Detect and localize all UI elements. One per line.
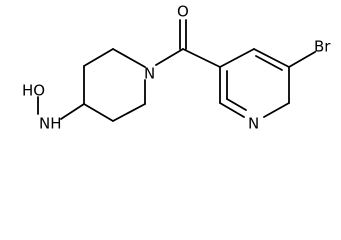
atom-label-bromine: Br xyxy=(314,38,331,56)
bond-c5-br xyxy=(288,51,316,68)
pyridine-bond-c6-n xyxy=(263,102,290,118)
pyridine-bond-c3-c4 xyxy=(219,48,255,68)
atom-label-piperidine-nitrogen: N xyxy=(144,65,155,83)
chemical-structure: O N N Br NH HO xyxy=(22,3,331,133)
atom-label-nh: NH xyxy=(39,115,62,133)
bond-c4-nh xyxy=(60,103,85,120)
bond-n-carbonyl-c xyxy=(155,48,184,66)
bond-carbonyl-c-ring xyxy=(182,48,221,68)
pyridine-bond-c4-c5-inner xyxy=(255,55,283,71)
piperidine-bond-c4-c5 xyxy=(83,103,114,122)
pyridine-bond-n-c2-inner xyxy=(226,98,247,111)
pyridine-bond-n-c2 xyxy=(219,102,245,118)
piperidine-bond-n-c2 xyxy=(112,48,146,68)
pyridine-bond-c4-c5-outer xyxy=(253,48,290,68)
piperidine-bond-c2-c3 xyxy=(83,48,114,67)
atom-label-carbonyl-oxygen: O xyxy=(177,3,189,21)
piperidine-bond-c5-c6 xyxy=(112,103,146,122)
atom-label-pyridine-nitrogen: N xyxy=(248,115,259,133)
atom-label-ho: HO xyxy=(22,82,45,100)
